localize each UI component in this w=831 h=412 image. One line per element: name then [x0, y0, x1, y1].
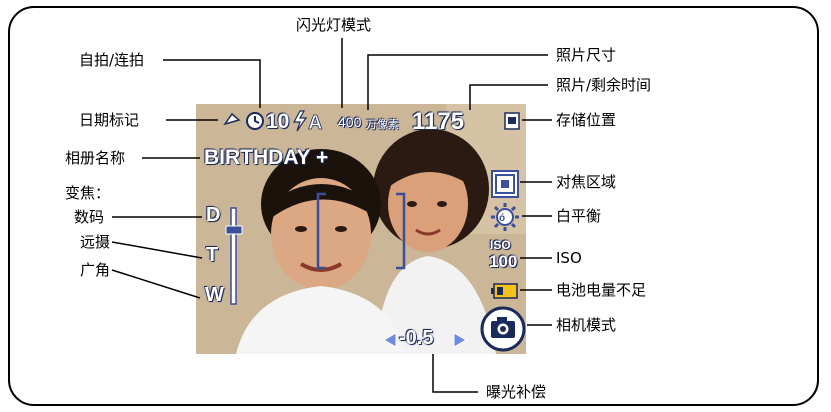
zoom-wide-mark: W: [205, 284, 224, 306]
label-battery-low: 电池电量不足: [556, 281, 647, 299]
focus-zone-icon: [491, 170, 519, 202]
battery-low-icon: [491, 282, 519, 304]
iso-label: ISO: [490, 238, 511, 252]
zoom-tele-mark: T: [206, 244, 219, 266]
label-camera-mode: 相机模式: [556, 316, 617, 334]
label-focus-zone: 对焦区域: [556, 173, 617, 191]
label-exposure-comp: 曝光补偿: [486, 383, 547, 401]
label-date-stamp: 日期标记: [79, 111, 140, 129]
label-iso: ISO: [556, 249, 582, 267]
burst-count: 10: [266, 110, 290, 133]
megapixel-value: 400: [338, 114, 362, 130]
exposure-right-arrow-icon: [452, 332, 468, 352]
zoom-digital-mark: D: [206, 204, 221, 226]
svg-text:ó: ó: [499, 213, 505, 224]
megapixel-unit: 万像素: [366, 118, 399, 131]
label-zoom-digital: 数码: [74, 208, 105, 226]
pictures-remaining: 1175: [412, 108, 465, 135]
flash-auto-icon: A: [292, 110, 332, 136]
iso-value: 100: [489, 252, 518, 271]
label-self-timer-burst: 自拍/连拍: [79, 51, 145, 69]
label-flash-mode: 闪光灯模式: [296, 16, 372, 34]
label-pictures-time-remaining: 照片/剩余时间: [556, 76, 652, 94]
label-zoom: 变焦：: [65, 184, 111, 202]
album-name: BIRTHDAY +: [204, 146, 329, 169]
label-zoom-tele: 远摄: [80, 233, 111, 251]
camera-mode-icon: [478, 306, 528, 356]
label-zoom-wide: 广角: [80, 261, 111, 279]
label-picture-size: 照片尺寸: [556, 46, 617, 64]
date-stamp-icon: [222, 110, 242, 134]
label-album-name: 相册名称: [65, 149, 126, 167]
svg-text:A: A: [308, 112, 322, 132]
diagram-frame: [8, 6, 819, 406]
exposure-left-arrow-icon: [382, 332, 398, 352]
label-storage-location: 存储位置: [556, 111, 617, 129]
storage-location-icon: [504, 112, 520, 134]
exposure-value: -0.5: [399, 327, 434, 349]
white-balance-icon: ó: [489, 202, 521, 236]
label-white-balance: 白平衡: [556, 207, 602, 225]
self-timer-icon: [244, 110, 266, 136]
zoom-bar: [224, 206, 244, 310]
focus-brackets: [314, 192, 409, 274]
camera-lcd-photo: [196, 104, 526, 354]
children-photo: [196, 104, 526, 354]
